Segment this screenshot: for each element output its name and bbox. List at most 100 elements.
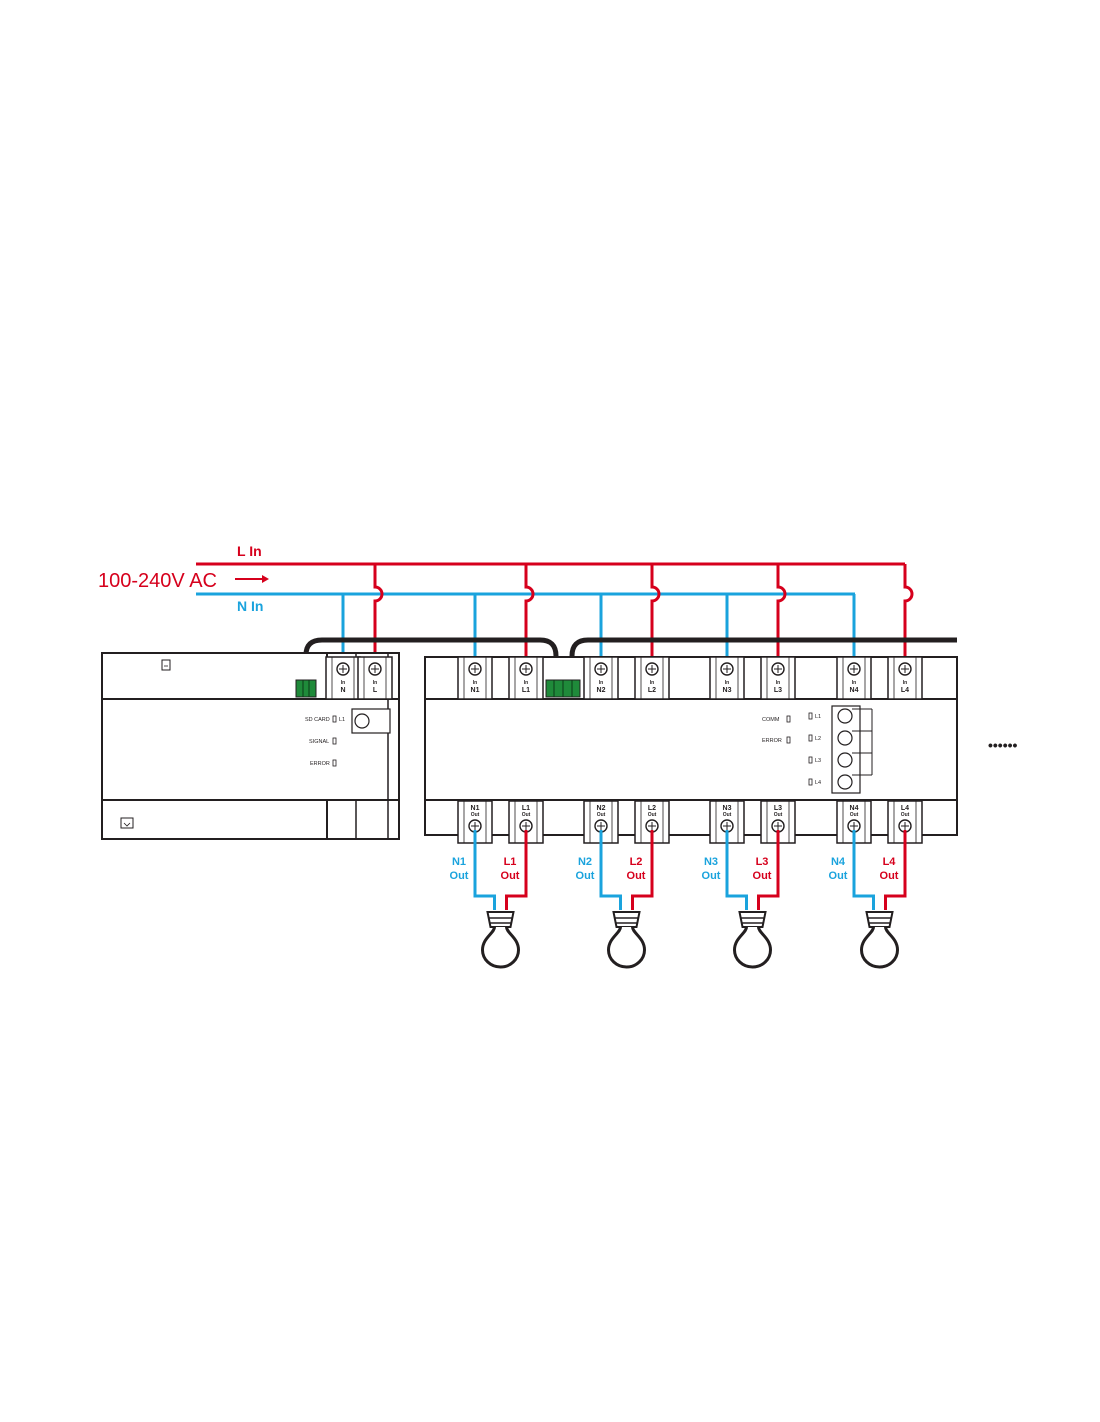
output-l-label: L2	[630, 856, 643, 868]
terminal-screw-icon[interactable]	[847, 662, 861, 676]
arrow-right-icon	[235, 575, 269, 583]
terminal-label-top: In	[852, 680, 856, 686]
voltage-label: 100-240V AC	[98, 570, 217, 592]
terminal-screw-icon[interactable]	[468, 819, 482, 833]
terminal-label-bottom: Out	[723, 812, 732, 818]
output-l-label: L3	[756, 856, 769, 868]
output-l-out: Out	[880, 870, 899, 882]
terminal-screw-icon[interactable]	[645, 662, 659, 676]
terminal-screw-icon[interactable]	[519, 819, 533, 833]
gateway-channel-tag: L1	[339, 717, 345, 723]
bus-cable	[303, 637, 957, 678]
terminal-label-bottom: Out	[648, 812, 657, 818]
ethernet-port-icon	[120, 817, 134, 829]
terminal-label-top: L3	[774, 805, 782, 812]
terminal-label-bottom: N3	[723, 687, 732, 694]
gateway-pair-button[interactable]	[354, 713, 370, 729]
terminal-label-top: L2	[648, 805, 656, 812]
terminal-label-bottom: L1	[522, 687, 530, 694]
terminal-label-bottom: N	[340, 687, 345, 694]
terminal-label-bottom: L4	[901, 687, 909, 694]
comm-label: COMM	[762, 717, 780, 723]
channel-button-l4[interactable]	[837, 774, 853, 790]
channel-label-l1: L1	[815, 714, 821, 720]
terminal-label-bottom: Out	[901, 812, 910, 818]
live-drop-wire	[373, 564, 384, 665]
output-l-out: Out	[627, 870, 646, 882]
terminal-label-top: In	[524, 680, 528, 686]
channel-label-l3: L3	[815, 758, 821, 764]
terminal-label-bottom: Out	[471, 812, 480, 818]
output-n-label: N1	[452, 856, 466, 868]
terminal-label-bottom: N2	[597, 687, 606, 694]
channel-button-l3[interactable]	[837, 752, 853, 768]
output-n-out: Out	[576, 870, 595, 882]
output-n-label: N3	[704, 856, 718, 868]
channel-button-l1[interactable]	[837, 708, 853, 724]
terminal-screw-icon[interactable]	[720, 819, 734, 833]
terminal-label-top: In	[473, 680, 477, 686]
light-bulb-icon	[732, 911, 773, 969]
relay-error-label: ERROR	[762, 738, 782, 744]
terminal-label-top: N2	[597, 805, 606, 812]
sd-card-label: SD CARD	[305, 717, 330, 723]
terminal-screw-icon[interactable]	[336, 662, 350, 676]
terminal-label-bottom: N4	[850, 687, 859, 694]
terminal-label-bottom: Out	[597, 812, 606, 818]
terminal-label-top: N3	[723, 805, 732, 812]
output-n-label: N2	[578, 856, 592, 868]
light-bulb-icon	[859, 911, 900, 969]
output-n-out: Out	[702, 870, 721, 882]
terminal-label-bottom: L3	[774, 687, 782, 694]
terminal-screw-icon[interactable]	[720, 662, 734, 676]
live-drop-wire	[650, 564, 661, 665]
light-bulb-icon	[606, 911, 647, 969]
terminal-label-bottom: Out	[522, 812, 531, 818]
terminal-label-top: In	[650, 680, 654, 686]
output-n-label: N4	[831, 856, 846, 868]
light-bulb-icon	[480, 911, 521, 969]
continuation-dots: ••••••	[988, 737, 1018, 753]
terminal-screw-icon[interactable]	[771, 662, 785, 676]
terminal-screw-icon[interactable]	[594, 662, 608, 676]
live-drop-wire	[524, 564, 535, 665]
terminal-label-bottom: L2	[648, 687, 656, 694]
terminal-screw-icon[interactable]	[368, 662, 382, 676]
terminal-screw-icon[interactable]	[898, 662, 912, 676]
terminal-label-top: In	[725, 680, 729, 686]
channel-label-l2: L2	[815, 736, 821, 742]
live-drop-wire	[776, 564, 787, 665]
terminal-label-bottom: Out	[774, 812, 783, 818]
gateway-terminal-l: InL	[357, 656, 393, 700]
supply-lines: L In N In 100-240V AC	[98, 543, 905, 614]
terminal-label-bottom: N1	[471, 687, 480, 694]
terminal-screw-icon[interactable]	[594, 819, 608, 833]
l-in-label: L In	[237, 543, 262, 559]
terminal-label-top: N1	[471, 805, 480, 812]
terminal-screw-icon[interactable]	[468, 662, 482, 676]
output-l-out: Out	[501, 870, 520, 882]
terminal-label-top: In	[599, 680, 603, 686]
channel-button-l2[interactable]	[837, 730, 853, 746]
relay-indicators: COMM ERROR	[762, 715, 791, 744]
gateway-terminal-n: InN	[325, 656, 361, 700]
terminal-screw-icon[interactable]	[519, 662, 533, 676]
relay-bus-connector	[545, 679, 581, 698]
live-drops	[373, 564, 914, 665]
terminal-label-top: In	[341, 680, 345, 686]
